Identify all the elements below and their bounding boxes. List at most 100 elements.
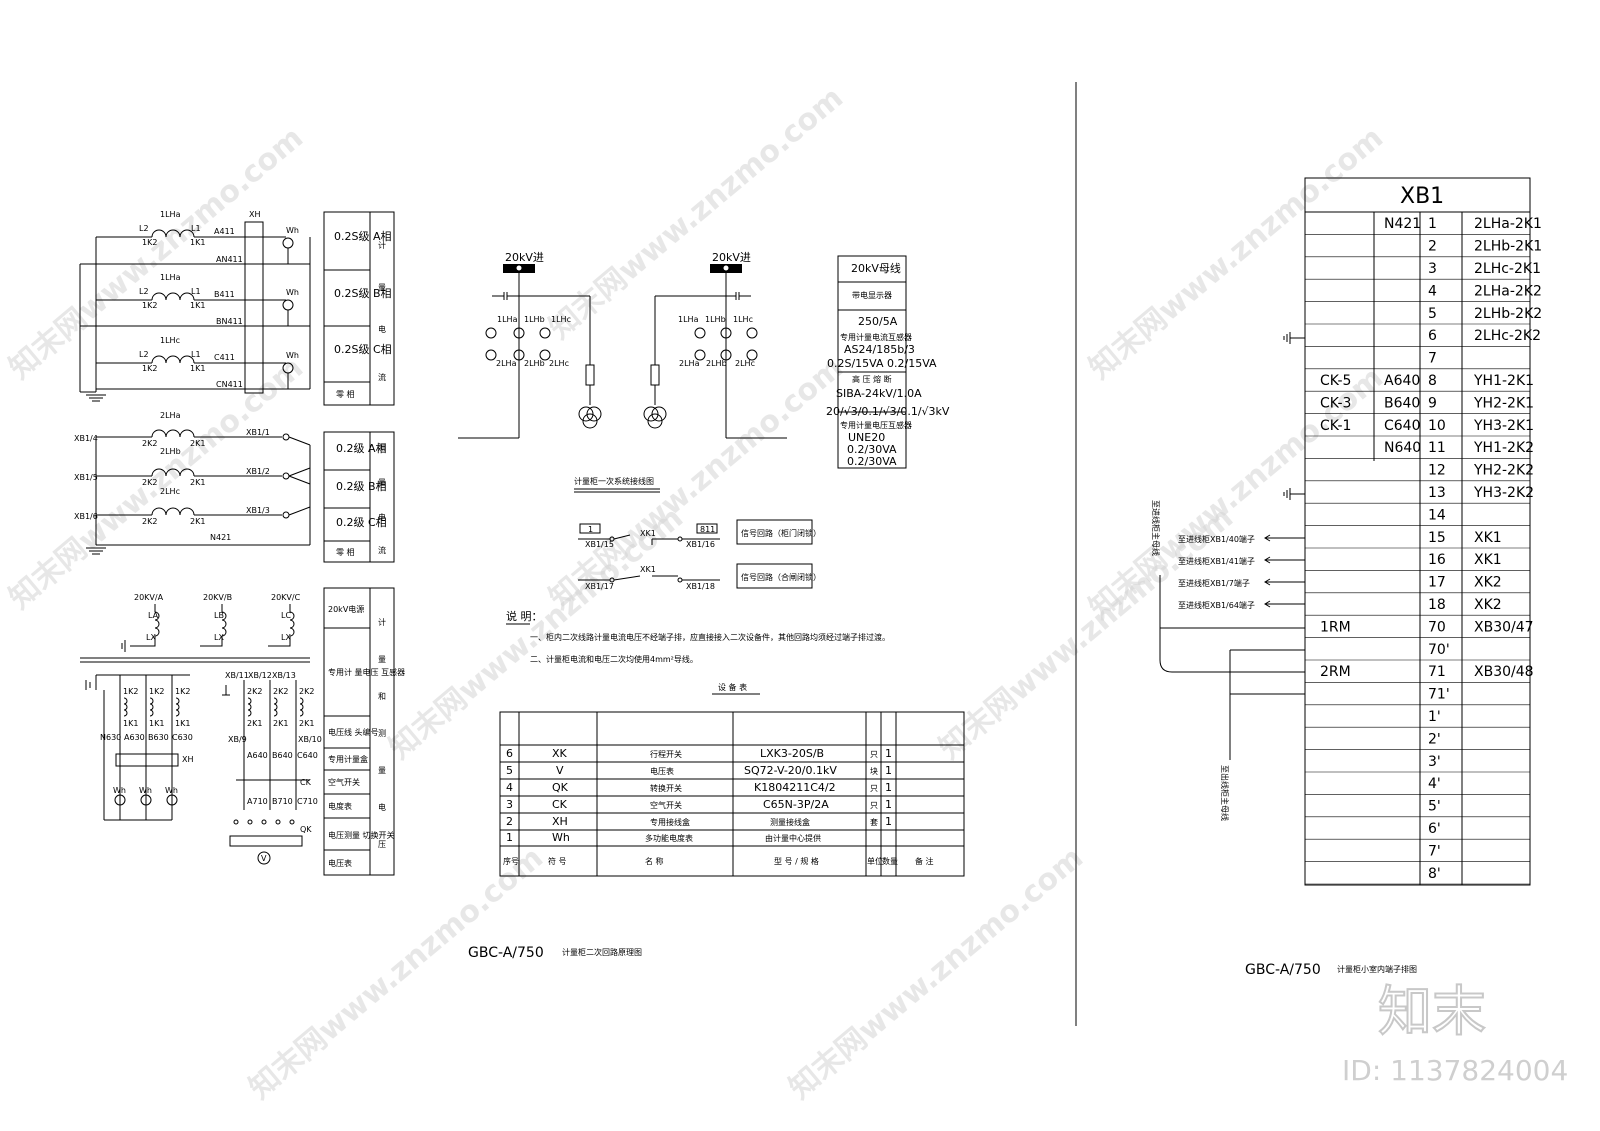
terminal-cell-n: 8' <box>1428 866 1441 882</box>
k2k: 2K2 <box>247 687 262 696</box>
cell: 4 <box>506 781 513 794</box>
pt-k: 1K1 <box>123 719 138 728</box>
terminal-cell-r: 2LHa-2K1 <box>1474 216 1542 232</box>
primary-right: 20kV进 1LHa 1LHb 1LHc 2LHa 2LHb 2LHc <box>643 251 787 439</box>
meter-row: 电度表 <box>328 801 352 811</box>
ct-a-k1: 1K1 <box>190 238 205 247</box>
cell: 1 <box>885 747 892 760</box>
meter-side: 电 <box>378 802 386 812</box>
ct2-k1: 2K1 <box>190 439 205 448</box>
terminal-cell-a: 1RM <box>1320 619 1351 635</box>
notes: 说 明： 一、柜内二次线路计量电流电压不经端子排，应直接接入二次设备件，其他回路… <box>506 609 890 664</box>
meter-side: 和 <box>378 692 386 701</box>
terminal-cell-r: YH3-2K2 <box>1473 485 1534 501</box>
meter-side: 量 <box>378 655 386 664</box>
terminal-cell-n: 5 <box>1428 306 1437 322</box>
meter-row: 0.2S级 A相 <box>334 230 392 243</box>
meter-row: 专用计 量电压 互感器 <box>328 667 405 677</box>
meter-row: 0.2级 B相 <box>336 480 387 493</box>
cell: 块 <box>870 766 878 776</box>
ct-b-l2: L2 <box>139 287 149 296</box>
cell: C65N-3P/2A <box>763 798 829 811</box>
cell: 1 <box>885 798 892 811</box>
terminal-cell-r: 2LHa-2K2 <box>1474 283 1542 299</box>
cell: XK <box>552 747 568 760</box>
meter-side: 量 <box>378 283 386 292</box>
ct-top: 1LHc <box>733 315 753 324</box>
ctrl-box: 1 <box>588 525 593 534</box>
xb-label: XB1/18 <box>686 582 715 591</box>
terminal-cell-b: N640 <box>1384 440 1421 456</box>
cell: V <box>556 764 564 777</box>
meter-box-voltage: 20kV电源 专用计 量电压 互感器 电压线 头编号 专用计量盒 空气开关 电度… <box>323 587 405 876</box>
wh-label: Wh <box>139 786 152 795</box>
ct2-k2: 2K2 <box>142 517 157 526</box>
ct-c-loop: 1LHc L2 L1 1K2 1K1 C411 Wh CN411 <box>96 237 311 390</box>
pt-k: 1K2 <box>149 687 164 696</box>
pt-n: C630 <box>172 733 193 742</box>
table-header: 符 号 <box>548 856 567 866</box>
ct-b-name: 1LHa <box>160 273 181 282</box>
notes-line: 一、柜内二次线路计量电流电压不经端子排，应直接接入二次设备件，其他回路均须经过端… <box>530 632 890 642</box>
terminal-cell-r: YH1-2K2 <box>1473 440 1534 456</box>
watermark-text: 知末网www.znzmo.com <box>543 80 850 346</box>
table-header: 型 号 / 规 格 <box>774 856 819 866</box>
xb-mid: XB/9 <box>228 735 247 744</box>
terminal-cell-b: N421 <box>1384 216 1421 232</box>
ct-a-wire: A411 <box>214 227 235 236</box>
spec-row: 带电显示器 <box>852 290 892 300</box>
ct-top: 1LHa <box>678 315 699 324</box>
terminal-cell-n: 17 <box>1428 575 1446 591</box>
terminal-cell-r: 2LHc-2K2 <box>1474 328 1541 344</box>
cell: CK <box>552 798 568 811</box>
terminal-cell-r: XK1 <box>1474 530 1502 546</box>
ct-top: 1LHb <box>705 315 726 324</box>
meter-row: 零 相 <box>336 389 355 399</box>
terminal-cell-n: 7 <box>1428 351 1437 367</box>
xb-label: XB1/16 <box>686 540 715 549</box>
terminal-cell-n: 3' <box>1428 754 1441 770</box>
p710: A710 <box>247 797 268 806</box>
cell: 电压表 <box>650 766 674 776</box>
meter-row: 电压线 头编号 <box>328 727 379 737</box>
terminal-cell-r: 2LHb-2K2 <box>1474 306 1542 322</box>
ct-b-l1: L1 <box>191 287 201 296</box>
meter-side: 量 <box>378 766 386 775</box>
ct2-name: 2LHa <box>160 411 181 420</box>
p640: B640 <box>272 751 293 760</box>
terminal-cell-r: YH1-2K1 <box>1473 373 1534 389</box>
terminal-cell-r: XK2 <box>1474 575 1502 591</box>
cell: XH <box>552 815 568 828</box>
xb-left: XB1/6 <box>74 512 98 521</box>
table-header: 备 注 <box>915 856 934 866</box>
terminal-cell-r: XK2 <box>1474 597 1502 613</box>
image-id: ID: 1137824004 <box>1342 1054 1568 1087</box>
spec-row: AS24/185b/3 <box>844 343 915 356</box>
terminal-cell-n: 14 <box>1428 507 1446 523</box>
terminal-cell-a: CK-3 <box>1320 395 1351 411</box>
ct-c-k2: 1K2 <box>142 364 157 373</box>
notes-line: 二、计量柜电流和电压二次均使用4mm²导线。 <box>530 654 698 664</box>
xb-left: XB1/4 <box>74 434 98 443</box>
xb-right: XB1/1 <box>246 428 270 437</box>
ct2-name: 2LHb <box>160 447 181 456</box>
terminal-cell-n: 16 <box>1428 552 1446 568</box>
terminal-cell-r: YH2-2K1 <box>1473 395 1534 411</box>
ct-bot: 2LHc <box>735 359 755 368</box>
meter-side: 压 <box>378 840 386 849</box>
cell: K1804211C4/2 <box>754 781 836 794</box>
equip-title: 设 备 表 <box>718 682 747 692</box>
pt-n: N630 <box>100 733 121 742</box>
control-circuit: 1 811 XK1 XB1/15 XB1/16 信号回路（柜门闭锁） XK1 X… <box>578 519 821 591</box>
xb-label: XB1/17 <box>585 582 614 591</box>
k2k: 2K2 <box>299 687 314 696</box>
cell: 空气开关 <box>650 800 682 810</box>
meter-row: 0.2级 C相 <box>336 516 387 529</box>
cell: 6 <box>506 747 513 760</box>
meter-row: 0.2S级 B相 <box>334 287 392 300</box>
terminal-cell-n: 18 <box>1428 597 1446 613</box>
spec-row: 20/√3/0.1/√3/0.1/√3kV <box>826 405 950 418</box>
ct-a-loop: 1LHa L2 L1 1K2 1K1 A411 Wh AN411 <box>80 210 310 265</box>
p710: C710 <box>297 797 318 806</box>
terminal-cell-n: 7' <box>1428 843 1441 859</box>
